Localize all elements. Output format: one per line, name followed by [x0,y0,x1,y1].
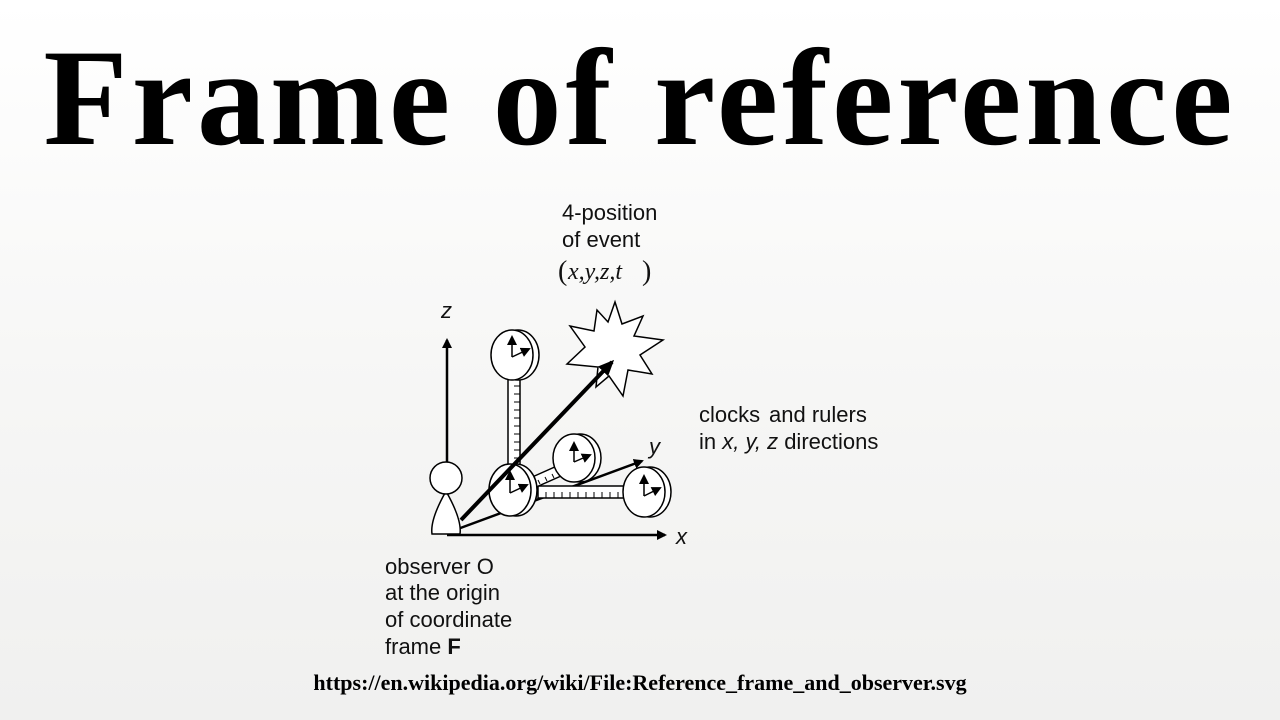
page-title: Frame of reference [43,21,1237,174]
observer-label-line3: of coordinate [385,607,512,632]
z-axis-label: z [440,298,452,323]
event-label-line2: of event [562,227,640,252]
event-coords: x,y,z,t [567,259,623,285]
clock-origin [488,463,538,517]
clock-z [490,329,540,381]
x-axis-label: x [675,524,688,549]
source-url: https://en.wikipedia.org/wiki/File:Refer… [313,670,967,695]
clock-y [552,433,602,483]
clocks-label-line1a: clocks [699,402,760,427]
observer-label-line2: at the origin [385,580,500,605]
event-coords-close: ) [642,256,651,287]
clock-x [622,466,672,518]
y-axis-label: y [647,434,662,459]
observer-label-line1: observer O [385,554,494,579]
observer-label-line4: frame F [385,634,461,659]
event-starburst [565,299,666,398]
event-vector [459,359,615,522]
x-ruler [537,485,631,499]
clocks-label-line2: in x, y, z directions [699,429,878,454]
event-coords-open: ( [558,256,567,287]
clocks-label-line1b: and rulers [769,402,867,427]
event-label-line1: 4-position [562,200,657,225]
observer-figure [429,461,463,535]
